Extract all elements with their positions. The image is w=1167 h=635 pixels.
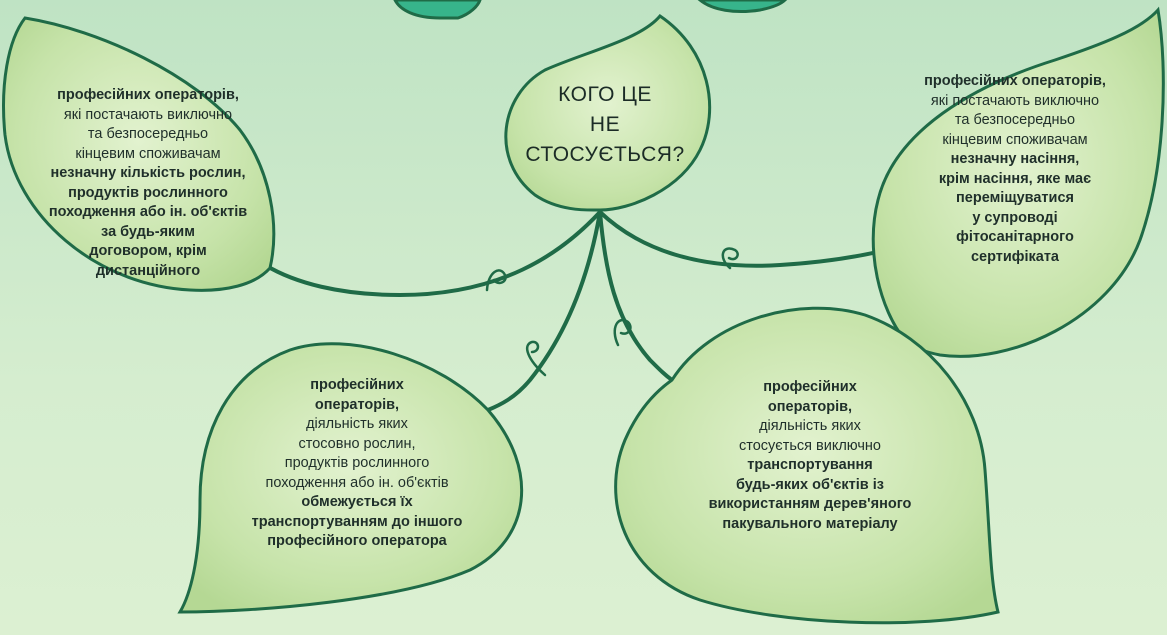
vine-to-bottom-right: [598, 210, 674, 382]
center-line: НЕ: [589, 113, 621, 136]
vine-to-top-left: [263, 210, 602, 298]
leaf-text-line: договором, крім: [89, 243, 207, 259]
leaf-text-line: професійних: [763, 379, 857, 395]
leaf-center: [504, 13, 712, 212]
leaf-text-line: кінцевим споживачам: [75, 145, 221, 162]
leaf-text-line: продуктів рослинного: [68, 184, 228, 201]
leaf-text-line: пакувального матеріалу: [722, 515, 898, 532]
leaf-text-line: транспортуванням до іншого: [251, 513, 463, 530]
leaf-text-line: незначну насіння,: [950, 151, 1080, 167]
leaf-bottom-right: [614, 306, 1000, 625]
vine-curl: [613, 319, 632, 347]
leaf-text-line: стосується виключно: [739, 437, 881, 454]
vine-curl: [485, 269, 507, 292]
leaf-text-line: які постачають виключно: [63, 106, 233, 123]
leaf-text-line: професійних операторів,: [924, 73, 1106, 89]
leaf-text-line: кінцевим споживачам: [942, 131, 1088, 148]
leaf-text-line: переміщуватися: [956, 190, 1074, 206]
leaf-text-line: незначну кількість рослин,: [50, 165, 246, 181]
leaf-text-line: продуктів рослинного: [284, 455, 430, 471]
leaf-text-bottom-right: професійних операторів, діяльність яких сто…: [660, 378, 960, 534]
leaf-text-line: стосовно рослин,: [298, 435, 416, 452]
top-leaf-fragment-right: [697, 0, 788, 14]
leaf-text-line: транспортування: [747, 457, 873, 473]
leaf-text-line: фітосанітарного: [956, 229, 1074, 245]
vine-to-top-right: [598, 210, 907, 268]
leaf-text-bottom-left: професійних операторів, діяльність яких сто…: [222, 376, 492, 552]
leaf-text-line: дистанційного: [95, 262, 201, 279]
leaf-text-line: операторів,: [314, 396, 400, 413]
leaf-text-line: будь-яких об'єктів із: [736, 476, 884, 493]
leaf-text-line: походження або ін. об'єктів: [48, 204, 248, 220]
leaf-text-line: та безпосередньо: [87, 126, 209, 142]
leaf-text-line: які постачають виключно: [930, 92, 1100, 109]
leaf-text-line: професійних: [310, 377, 404, 393]
vine-curl: [525, 340, 547, 377]
leaf-text-line: крім насіння, яке має: [938, 170, 1092, 187]
leaf-text-top-left: професійних операторів, які постачають ви…: [28, 86, 268, 281]
leaf-text-line: походження або ін. об'єктів: [265, 474, 449, 491]
vine-curl: [721, 247, 739, 270]
leaf-text-top-right: професійних операторів, які постачають ви…: [880, 72, 1150, 267]
leaf-text-line: за будь-яким: [101, 223, 195, 240]
leaf-text-line: використанням дерев'яного: [708, 496, 912, 512]
vines: [263, 210, 907, 412]
leaf-text-line: діяльність яких: [306, 416, 408, 432]
leaf-text-line: професійного оператора: [267, 533, 447, 549]
leaf-top-left: [2, 16, 276, 292]
center-question: КОГО ЦЕ НЕ СТОСУЄТЬСЯ?: [520, 80, 690, 170]
center-line: СТОСУЄТЬСЯ?: [525, 143, 685, 166]
leaf-text-line: у супроводі: [972, 209, 1058, 226]
leaf-text-line: операторів,: [767, 398, 853, 415]
center-line: КОГО ЦЕ: [558, 83, 652, 106]
leaf-text-line: професійних операторів,: [57, 87, 239, 103]
vine-to-bottom-left: [486, 210, 602, 412]
leaf-text-line: сертифіката: [970, 248, 1059, 265]
leaf-text-line: обмежується їх: [301, 494, 413, 510]
top-leaf-fragment-left: [393, 0, 482, 20]
leaf-bottom-left: [177, 342, 524, 614]
leaf-text-line: діяльність яких: [759, 418, 861, 434]
leaf-top-right: [871, 6, 1165, 358]
leaf-text-line: та безпосередньо: [954, 112, 1076, 128]
